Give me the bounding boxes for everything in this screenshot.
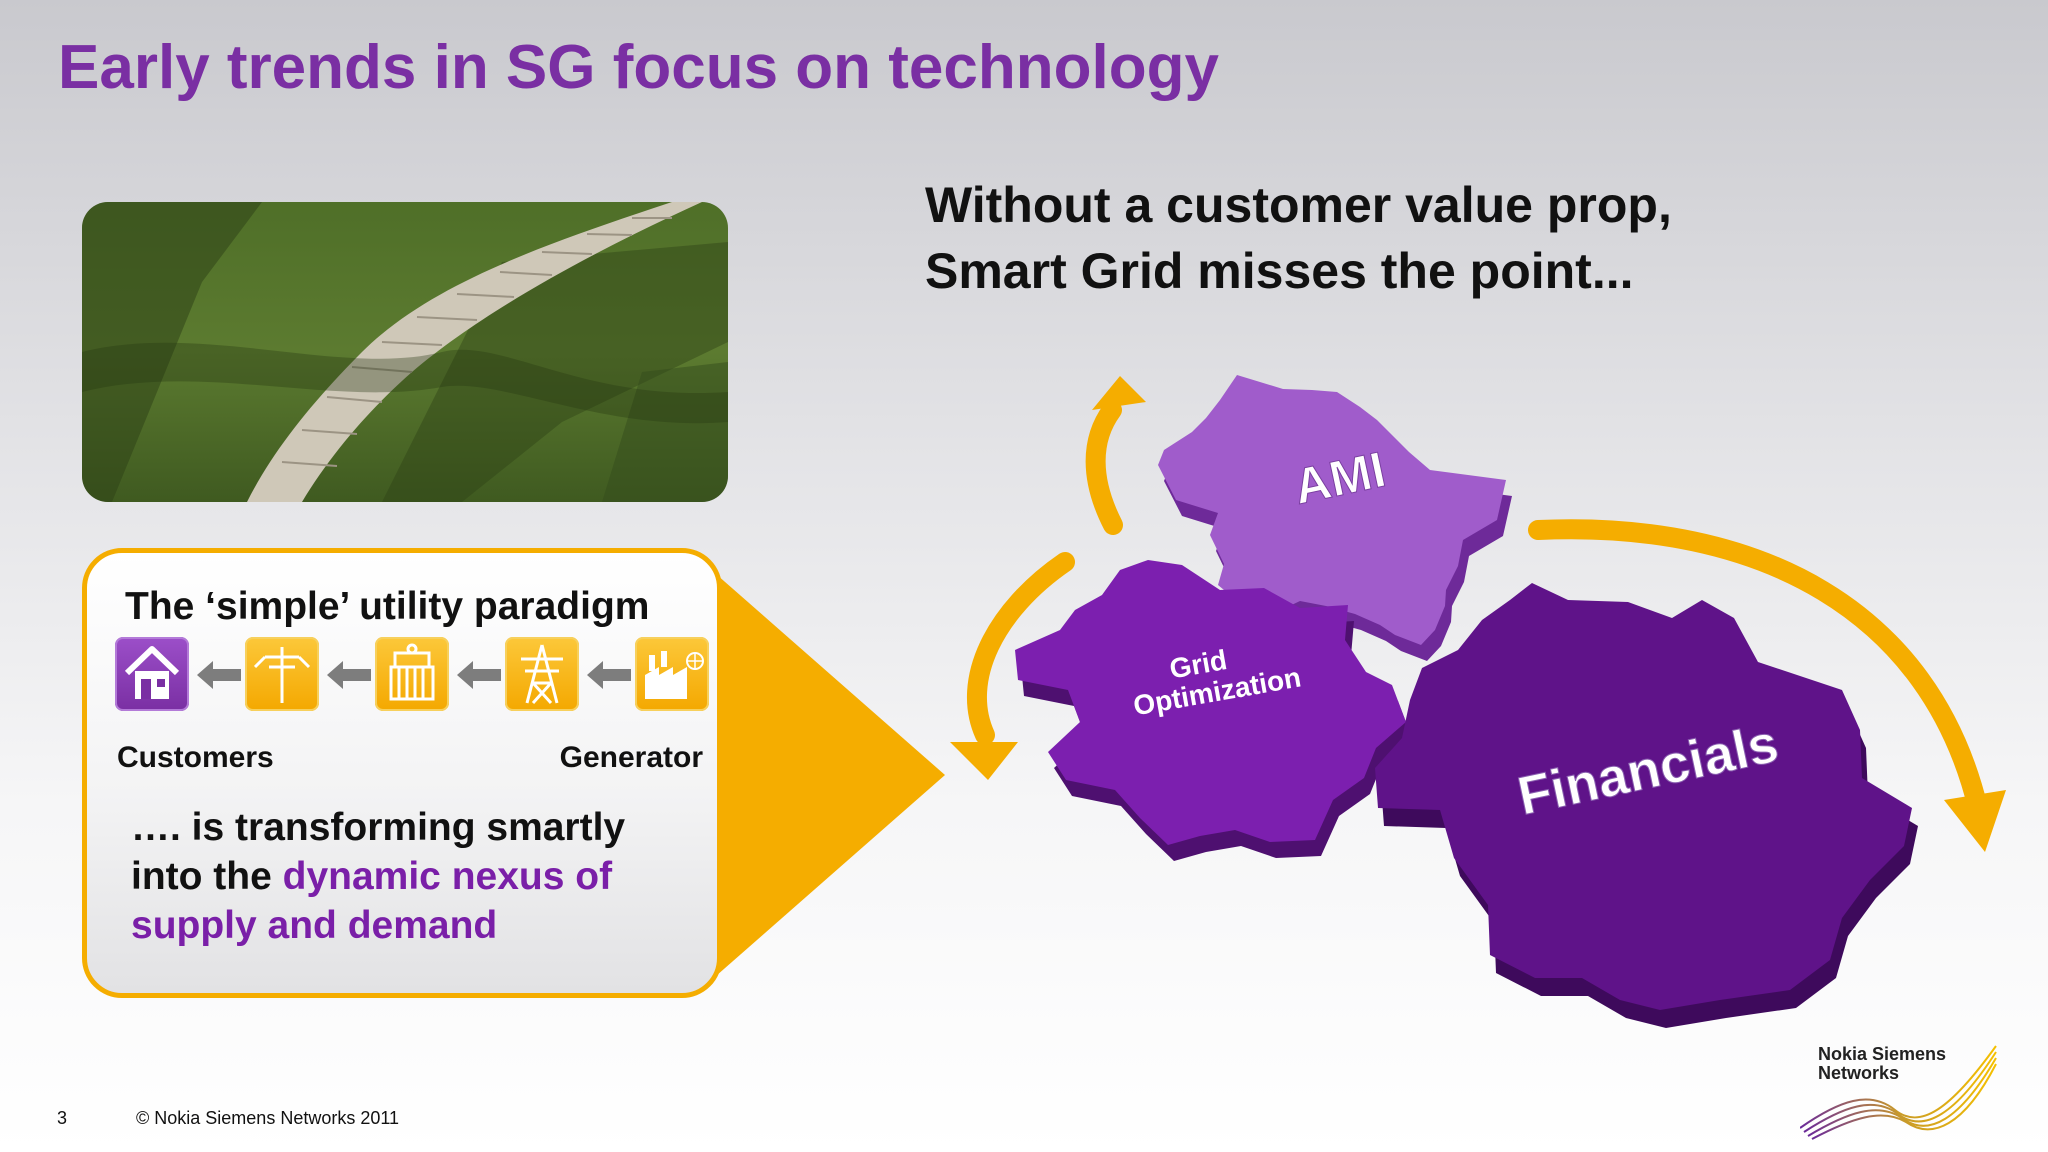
- body-line-2: into the dynamic nexus of: [131, 852, 625, 901]
- generator-label: Generator: [559, 741, 703, 774]
- grid-optimization-gear: Grid Optimization: [1015, 560, 1412, 861]
- cycle-arrowhead-left: [950, 742, 1018, 780]
- logo-swoosh-icon: [1800, 1045, 1997, 1140]
- copyright: © Nokia Siemens Networks 2011: [136, 1108, 400, 1128]
- cycle-arrow-left: [967, 552, 1075, 745]
- transmission-tower-icon: [505, 637, 579, 711]
- logo-line-2: Networks: [1818, 1063, 1900, 1083]
- customers-label: Customers: [117, 741, 274, 774]
- headline-line-1: Without a customer value prop,: [925, 177, 1672, 233]
- paradigm-box: The ‘simple’ utility paradigm: [82, 548, 722, 998]
- arrow-left-icon: [457, 661, 501, 689]
- house-icon: [115, 637, 189, 711]
- path-photo: [82, 202, 728, 502]
- substation-icon: [375, 637, 449, 711]
- page-number: 3: [57, 1108, 68, 1128]
- headline: Without a customer value prop, Smart Gri…: [925, 172, 1672, 304]
- cycle-arrow-right: [1528, 519, 1988, 818]
- power-plant-icon: [635, 637, 709, 711]
- body-line-1: …. is transforming smartly: [131, 806, 626, 849]
- paradigm-title: The ‘simple’ utility paradigm: [125, 585, 650, 628]
- cycle-arrow-top: [1085, 400, 1123, 535]
- distribution-pole-icon: [245, 637, 319, 711]
- body-line-2-highlight: dynamic nexus of: [282, 855, 613, 898]
- financials-gear: Financials: [1375, 583, 1918, 1028]
- paradigm-body-text: …. is transforming smartly into the dyna…: [131, 803, 625, 950]
- nokia-siemens-logo: Nokia Siemens Networks: [1800, 1040, 2000, 1140]
- arrow-left-icon: [587, 661, 631, 689]
- logo-line-1: Nokia Siemens: [1818, 1044, 1947, 1064]
- body-line-3-highlight: supply and demand: [131, 904, 498, 947]
- logo-text: Nokia Siemens Networks: [1818, 1045, 1946, 1083]
- cycle-arrowhead-top: [1092, 376, 1146, 410]
- arrow-left-icon: [197, 661, 241, 689]
- cycle-arrowhead-right: [1944, 790, 2006, 852]
- slide-title: Early trends in SG focus on technology: [58, 33, 1219, 102]
- utility-chain: [109, 637, 709, 717]
- arrow-left-icon: [327, 661, 371, 689]
- headline-line-2: Smart Grid misses the point...: [925, 243, 1634, 299]
- body-line-2-plain: into the: [131, 855, 283, 898]
